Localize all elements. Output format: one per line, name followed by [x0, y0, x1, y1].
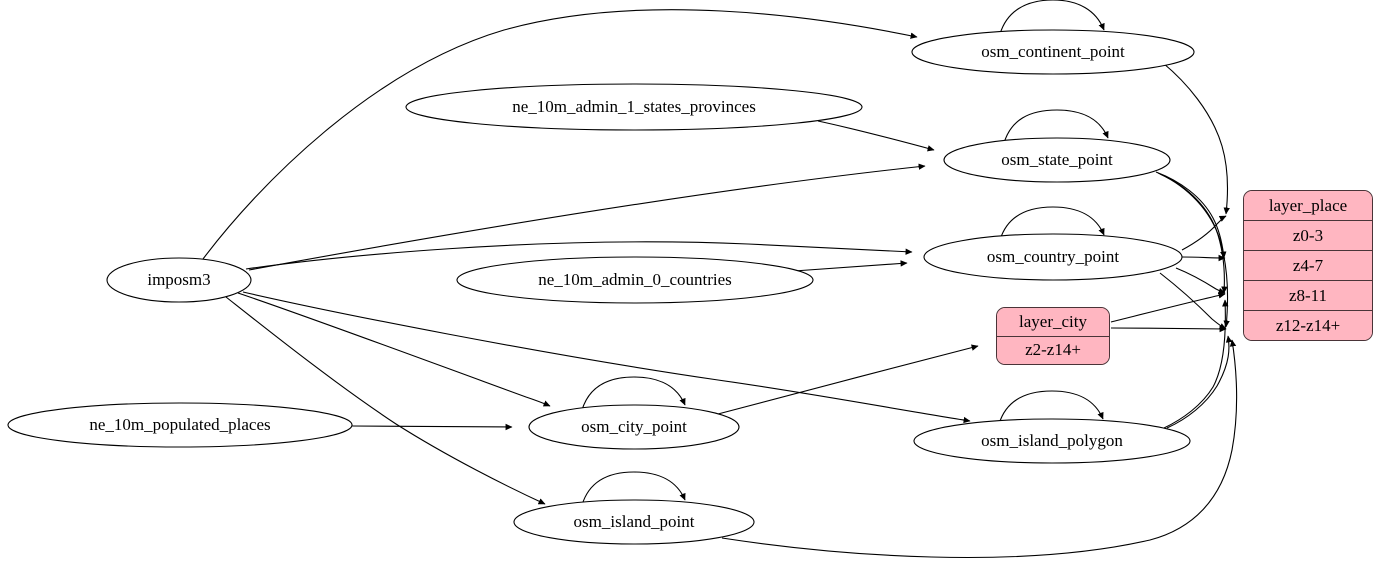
edge-self-osm_state_point [1003, 109, 1109, 144]
node-osm_island_polygon[interactable]: osm_island_polygon [913, 418, 1191, 464]
node-label-osm_island_point: osm_island_point [574, 512, 695, 531]
edge-imposm3-to-osm_island_polygon [242, 291, 971, 424]
node-osm_city_point[interactable]: osm_city_point [528, 404, 740, 450]
node-osm_continent_point[interactable]: osm_continent_point [911, 29, 1195, 75]
node-ne_10m_admin_0_countries[interactable]: ne_10m_admin_0_countries [456, 256, 814, 304]
edge-osm_country_point-to-layer_place-z8_11 [1175, 267, 1226, 295]
record-header-layer-place: layer_place [1244, 191, 1372, 221]
edge-osm_city_point-to-layer_city-z2_z14 [717, 344, 979, 415]
record-row-layer-place-z12-z14[interactable]: z12-z14+ [1244, 311, 1372, 340]
node-osm_country_point[interactable]: osm_country_point [923, 233, 1183, 281]
edge-self-osm_city_point [581, 376, 686, 411]
edge-layer_city-to-layer_place-z12_z14 [1110, 325, 1227, 333]
node-imposm3[interactable]: imposm3 [106, 257, 252, 303]
edge-imposm3-to-osm_country_point [245, 241, 913, 270]
edge-ne_10m_admin_0_countries-to-osm_country_point [793, 260, 908, 272]
edge-osm_continent_point-to-layer_place-z0_3 [1162, 62, 1230, 215]
record-row-layer-place-z0-3[interactable]: z0-3 [1244, 221, 1372, 251]
edge-imposm3-to-osm_state_point [248, 163, 926, 271]
edge-imposm3-to-osm_continent_point [202, 9, 918, 260]
node-label-imposm3: imposm3 [147, 270, 210, 289]
node-label-ne_10m_admin_1_states_provinces: ne_10m_admin_1_states_provinces [512, 97, 756, 116]
edge-osm_island_point-to-layer_place-z12_z14 [721, 339, 1238, 559]
edge-osm_country_point-to-layer_place-z4_7 [1181, 254, 1226, 262]
node-label-osm_island_polygon: osm_island_polygon [981, 431, 1123, 450]
node-label-osm_city_point: osm_city_point [581, 417, 687, 436]
edge-ne_10m_populated_places-to-osm_city_point [351, 423, 513, 431]
node-label-osm_state_point: osm_state_point [1001, 150, 1113, 169]
record-node-layer-city[interactable]: layer_city z2-z14+ [996, 307, 1110, 365]
edge-self-osm_island_polygon [998, 390, 1104, 425]
edge-self-osm_country_point [999, 206, 1105, 241]
node-ne_10m_admin_1_states_provinces[interactable]: ne_10m_admin_1_states_provinces [405, 83, 863, 131]
edge-imposm3-to-osm_island_point [225, 296, 546, 505]
edge-osm_island_polygon-to-layer_place-z12_z14 [1166, 335, 1233, 429]
node-label-ne_10m_admin_0_countries: ne_10m_admin_0_countries [538, 270, 732, 289]
record-header-layer-city: layer_city [997, 308, 1109, 337]
record-row-layer-place-z8-11[interactable]: z8-11 [1244, 281, 1372, 311]
edges-layer [202, 0, 1238, 559]
edge-imposm3-to-osm_city_point [237, 292, 551, 407]
edge-self-osm_continent_point [999, 0, 1105, 35]
node-label-ne_10m_populated_places: ne_10m_populated_places [89, 415, 270, 434]
edge-layer_city-to-layer_place-z8_11 [1110, 292, 1226, 323]
node-osm_state_point[interactable]: osm_state_point [943, 137, 1171, 183]
nodes-layer: imposm3 ne_10m_populated_places ne_10m_a… [7, 29, 1195, 545]
record-row-layer-place-z4-7[interactable]: z4-7 [1244, 251, 1372, 281]
node-label-osm_continent_point: osm_continent_point [981, 42, 1125, 61]
edge-ne_10m_admin_1_states_provinces-to-osm_state_point [817, 120, 935, 152]
record-row-layer-city-z2-z14[interactable]: z2-z14+ [997, 336, 1109, 364]
node-label-osm_country_point: osm_country_point [987, 247, 1119, 266]
edge-osm_country_point-to-layer_place-z12_z14 [1159, 272, 1227, 330]
node-ne_10m_populated_places[interactable]: ne_10m_populated_places [7, 402, 353, 448]
edge-osm_country_point-to-layer_place-z0_3 [1181, 215, 1227, 251]
record-node-layer-place[interactable]: layer_place z0-3 z4-7 z8-11 z12-z14+ [1243, 190, 1373, 341]
node-osm_island_point[interactable]: osm_island_point [513, 499, 755, 545]
edge-self-osm_island_point [581, 471, 686, 506]
edge-osm_island_polygon-to-layer_place-z8_11 [1163, 299, 1229, 429]
